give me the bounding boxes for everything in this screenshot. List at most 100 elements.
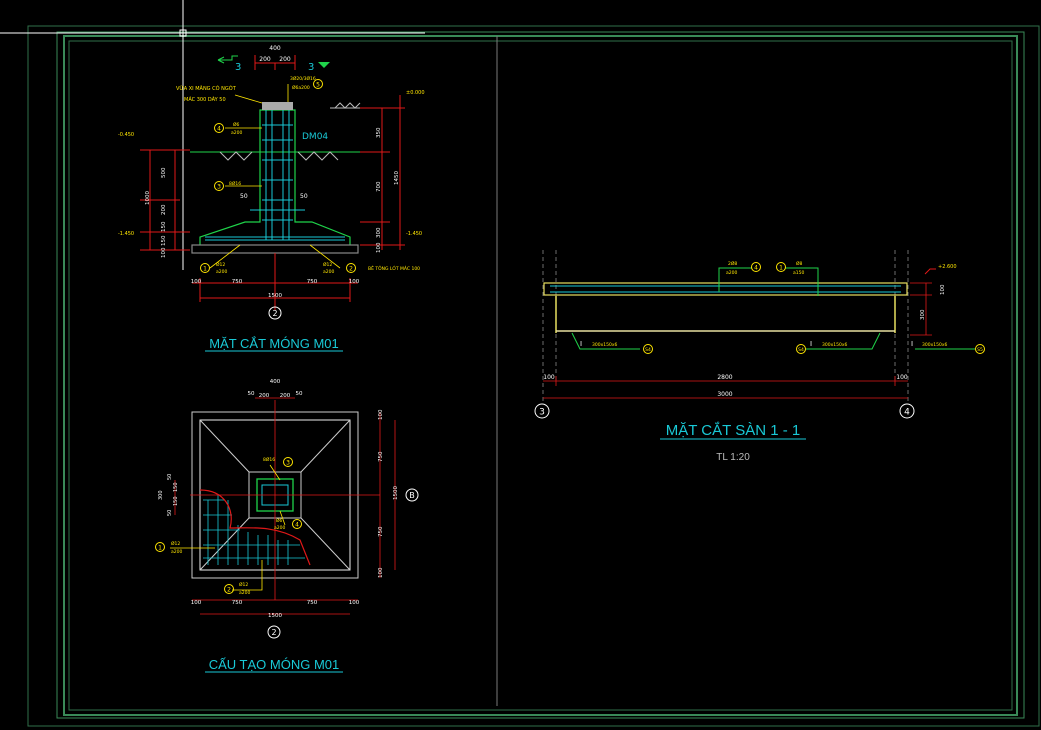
dim-left-200: 200 <box>161 204 167 215</box>
plan-callout-3-circle <box>283 457 293 467</box>
plan-dim-left-a: 50 <box>167 474 173 480</box>
callout-3-label: 8Ø16 <box>229 180 241 187</box>
plan-callout-1-sub: a200 <box>171 549 182 555</box>
section-1-1: 2Ø8 a200 4 1 Ø8 a150 +2.600 100 300 I 30… <box>534 250 985 463</box>
slab-dim-bottom-100a: 100 <box>543 374 555 381</box>
plan-axis-2-bubble <box>267 625 281 639</box>
level-marker <box>924 268 936 275</box>
beam-3-callout-circle <box>975 344 985 354</box>
callout-5-circle <box>313 79 323 89</box>
slab-bottom-dims: 100 2800 100 3000 <box>543 374 908 398</box>
dim-50-right: 50 <box>300 193 308 200</box>
dimension-lines-red <box>140 55 405 310</box>
beam-3-callout: S5 <box>977 347 983 353</box>
level-top: ±0.000 <box>406 90 425 96</box>
plan-callout-4-sub: a200 <box>274 525 285 531</box>
drawing-frame <box>27 25 1040 727</box>
beam-3-marker: I <box>911 340 913 348</box>
section-1-1-scale: TL 1:20 <box>716 452 750 463</box>
section-m01-title: MẶT CẮT MÓNG M01 <box>209 336 339 351</box>
callout-5: 5 <box>316 82 320 89</box>
callout-1-sub: a200 <box>216 269 227 275</box>
rebar-1-callout-circle <box>776 262 786 272</box>
slab-axis-4-label: 4 <box>904 408 910 418</box>
plan-m01: 400 50 200 200 50 8Ø16 3 4 Ø6 a200 50 15… <box>155 379 419 673</box>
beam-2-leader <box>805 332 881 350</box>
axis-2-label: 2 <box>272 309 277 318</box>
plan-dim-right-total: 1500 <box>393 486 399 500</box>
section-marker-left-label: 3 <box>235 62 241 73</box>
section-marker-right-label: 3 <box>308 62 314 73</box>
plan-dim-right-100b: 100 <box>378 567 384 578</box>
rebar-4-leader <box>718 267 752 292</box>
note-rebar: 3Ø20/3Ø16 <box>290 75 316 82</box>
slab-dim-bottom-2800: 2800 <box>717 374 732 381</box>
lean-concrete-note: BÊ TÔNG LÓT MÁC 100 <box>368 264 420 272</box>
section-m01: 400 200 200 3 3 VỮA XI MĂNG CÓ NGÓT MÁC … <box>118 45 425 352</box>
callout-4-circle <box>214 123 224 133</box>
beam-2-marker: I <box>810 340 812 348</box>
level-ground: -0.450 <box>118 132 134 138</box>
note-mortar-2: MÁC 300 DÀY 50 <box>184 96 226 103</box>
plan-dim-left-d: 50 <box>167 510 173 516</box>
slab-dim-bottom-total: 3000 <box>717 391 732 398</box>
plan-leaders <box>170 464 286 591</box>
beam-1-leader <box>571 332 640 350</box>
slab-right-dims <box>910 282 932 336</box>
plan-callout-4-circle <box>292 519 302 529</box>
dim-right-300: 300 <box>376 227 382 238</box>
dim-top-overall: 400 <box>269 45 281 52</box>
plan-callout-4: 4 <box>295 522 299 529</box>
plan-axis-2-label: 2 <box>271 628 276 637</box>
plan-bottom-dims: 100 750 750 100 1500 <box>191 600 360 619</box>
plan-dim-right-100a: 100 <box>378 409 384 420</box>
plan-dim-left-total: 300 <box>158 490 164 500</box>
callout-2: 2 <box>349 266 353 273</box>
plan-dim-top-overall: 400 <box>270 379 281 385</box>
dim-bottom-total: 1500 <box>268 293 282 299</box>
callout-3-circle <box>214 181 224 191</box>
dim-right-total: 1450 <box>394 171 400 185</box>
rebar-4-callout-circle <box>751 262 761 272</box>
slab-axis-3-label: 3 <box>539 408 545 418</box>
note-stirrup: Ø6a200 <box>292 84 310 91</box>
beam-2-callout-circle <box>796 344 806 354</box>
plan-dim-lines <box>174 397 396 615</box>
plan-dim-bottom-100a: 100 <box>191 600 202 606</box>
bottom-dim-texts: 100 750 750 100 1500 <box>191 279 360 299</box>
rebar-section <box>205 110 345 241</box>
dim-right-350: 350 <box>376 127 382 138</box>
beam-1-callout-circle <box>643 344 653 354</box>
plan-dim-bottom-750a: 750 <box>232 600 243 606</box>
callout-3: 3 <box>217 184 221 191</box>
plan-top-dims: 400 50 200 200 50 <box>248 379 303 399</box>
dim-bottom-100b: 100 <box>349 279 360 285</box>
column-top <box>262 102 293 110</box>
plan-dim-right-750b: 750 <box>378 526 384 537</box>
dim-top-left: 200 <box>259 56 271 63</box>
plan-dim-top-a: 50 <box>248 391 255 397</box>
crosshair-cursor[interactable] <box>0 0 425 270</box>
plan-callout-3: 3 <box>286 460 290 467</box>
callout-1-circle <box>200 263 210 273</box>
callout-2-circle <box>346 263 356 273</box>
section-marker-left[interactable]: 3 <box>217 55 241 73</box>
mesh-rebar <box>203 495 305 565</box>
section-1-1-title: MẶT CẮT SÀN 1 - 1 <box>666 421 800 439</box>
plan-left-dims: 50 150 150 50 300 <box>158 474 179 516</box>
slab-axis-4-bubble <box>899 403 915 419</box>
section-marker-right[interactable]: 3 <box>308 62 330 73</box>
plan-dim-top-d: 50 <box>296 391 303 397</box>
plan-dim-left-c: 150 <box>173 496 179 506</box>
plan-m01-title: CẤU TẠO MÓNG M01 <box>209 657 340 672</box>
level-bottom: -1.450 <box>118 231 134 237</box>
rebar-4-label: 2Ø8 <box>728 260 737 267</box>
beam-3-label: 300x150x6 <box>922 342 948 348</box>
callout-2-sub: a200 <box>323 269 334 275</box>
dim-left-500: 500 <box>161 167 167 178</box>
slab-level: +2.600 <box>938 264 957 270</box>
plan-callout-2-circle <box>224 584 234 594</box>
dim-top-right: 200 <box>279 56 291 63</box>
plan-dim-bottom-750b: 750 <box>307 600 318 606</box>
